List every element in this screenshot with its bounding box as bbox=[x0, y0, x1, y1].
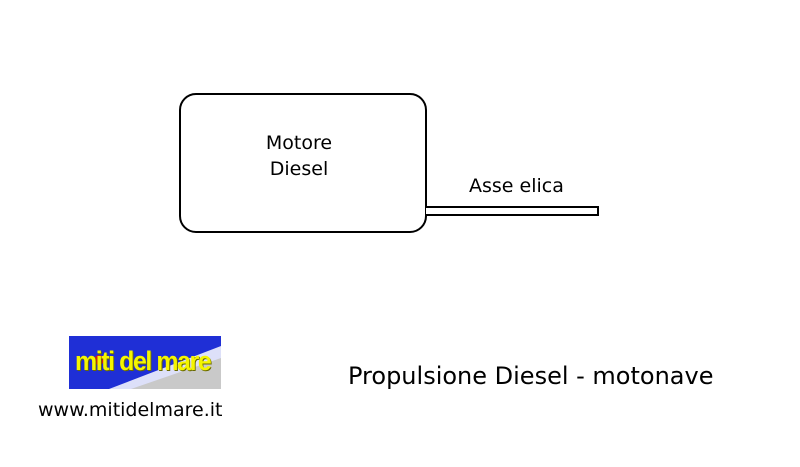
shaft-label: Asse elica bbox=[469, 175, 564, 197]
logo-graphic bbox=[94, 346, 221, 389]
logo-text: miti del mare bbox=[75, 346, 212, 376]
diesel-engine-box bbox=[179, 93, 427, 233]
logo-red-dot bbox=[94, 355, 104, 365]
diagram-caption: Propulsione Diesel - motonave bbox=[348, 362, 714, 390]
site-logo: miti del mare bbox=[69, 336, 221, 389]
engine-label: Motore Diesel bbox=[179, 130, 419, 182]
logo-sail-grey bbox=[131, 358, 221, 389]
engine-label-line1: Motore bbox=[265, 132, 333, 154]
propeller-shaft bbox=[426, 206, 599, 216]
website-url[interactable]: www.mitidelmare.it bbox=[38, 399, 223, 421]
engine-label-line2: Diesel bbox=[269, 158, 329, 180]
